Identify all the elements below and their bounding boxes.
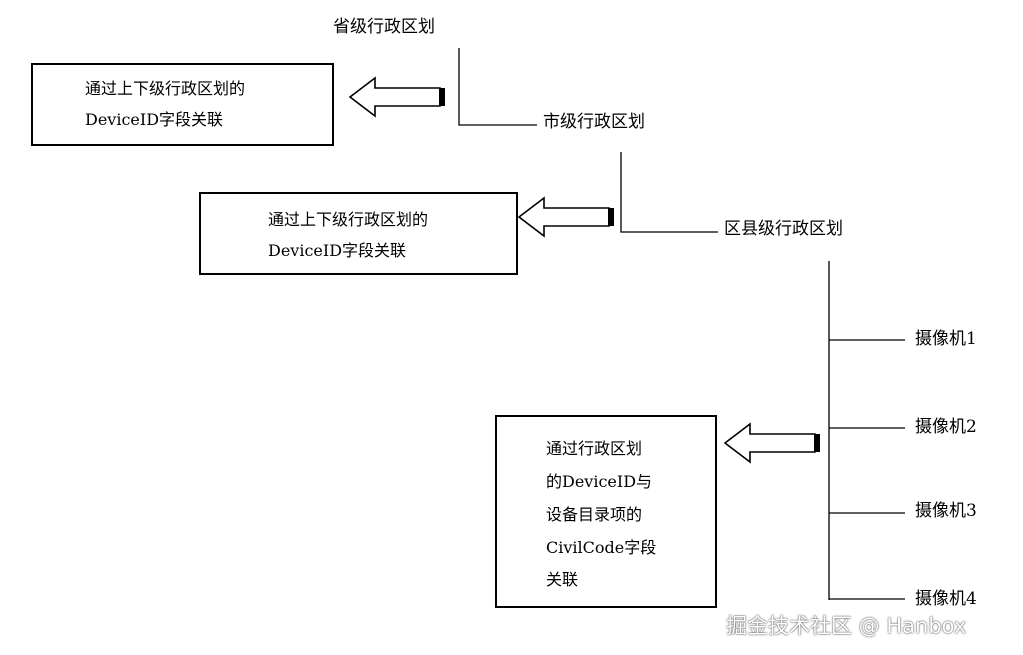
district-label: 区县级行政区划	[724, 219, 843, 239]
city-label: 市级行政区划	[543, 112, 645, 132]
box-3-line-3: 设备目录项的	[546, 505, 643, 524]
watermark: 掘金技术社区 @ Hanbox	[726, 614, 967, 638]
box-3-line-2: 的DeviceID与	[546, 472, 653, 491]
association-box-1: 通过上下级行政区划的 DeviceID字段关联	[31, 63, 334, 146]
box-2-line-1: 通过上下级行政区划的	[268, 210, 429, 229]
province-label: 省级行政区划	[333, 17, 435, 37]
box-3-line-5: 关联	[546, 570, 579, 589]
arrow-3	[723, 422, 820, 464]
box-2-line-2: DeviceID字段关联	[268, 241, 407, 260]
camera-1-label: 摄像机1	[915, 329, 977, 349]
province-city-connector	[458, 48, 537, 126]
city-district-connector	[620, 152, 718, 233]
camera-3-label: 摄像机3	[915, 501, 977, 521]
camera-4-label: 摄像机4	[915, 589, 977, 609]
association-box-3: 通过行政区划 的DeviceID与 设备目录项的 CivilCode字段 关联	[495, 415, 717, 608]
box-1-line-2: DeviceID字段关联	[85, 110, 224, 129]
box-3-line-4: CivilCode字段	[546, 538, 657, 557]
box-1-line-1: 通过上下级行政区划的	[85, 79, 246, 98]
arrow-2	[517, 196, 614, 238]
association-box-2: 通过上下级行政区划的 DeviceID字段关联	[199, 192, 518, 275]
camera-2-label: 摄像机2	[915, 417, 977, 437]
box-3-line-1: 通过行政区划	[546, 439, 643, 458]
arrow-1	[348, 76, 445, 118]
